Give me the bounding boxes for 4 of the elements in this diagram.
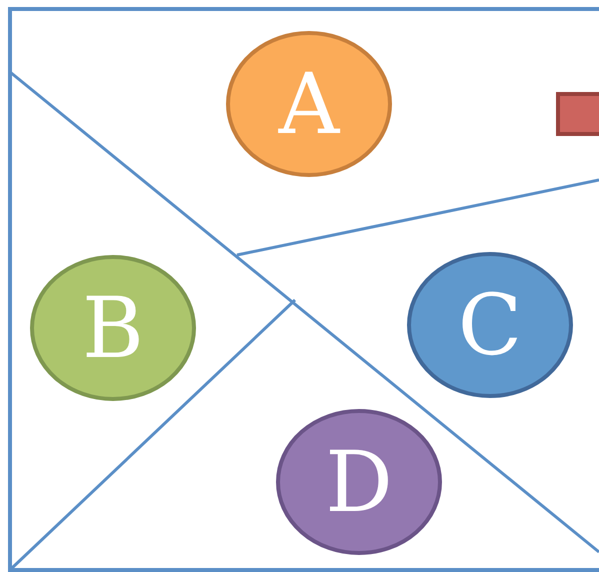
node-letter: A (278, 62, 340, 146)
node-letter: C (458, 283, 522, 367)
node-letter: D (325, 440, 393, 524)
node-letter: B (82, 286, 144, 370)
